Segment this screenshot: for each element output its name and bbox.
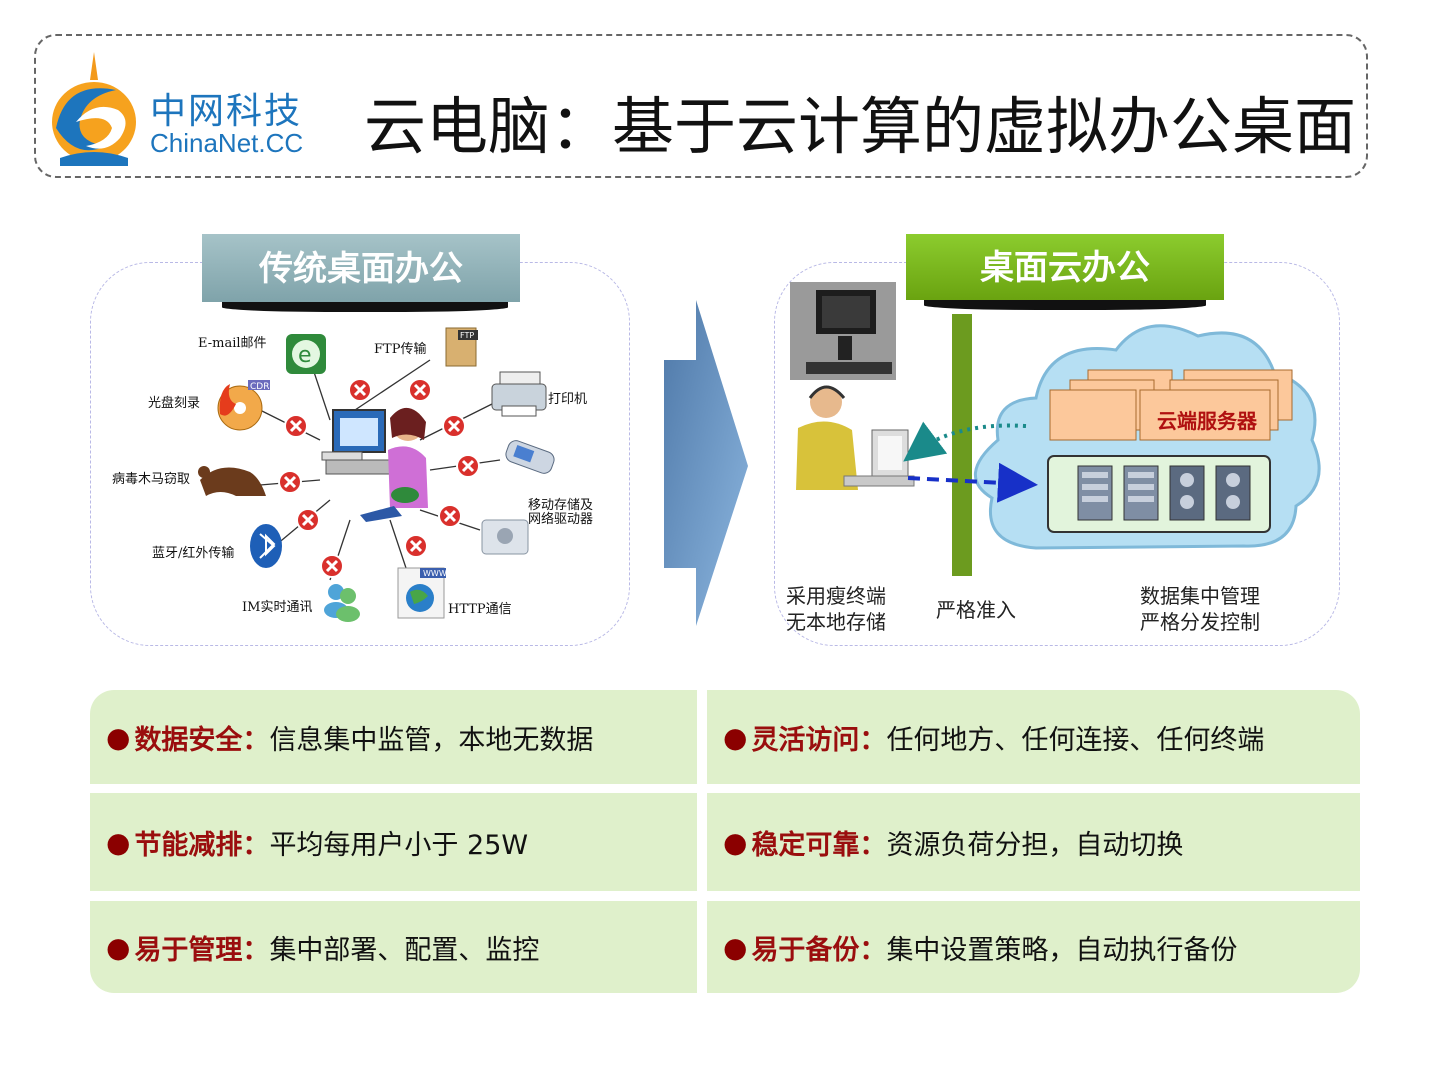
node-label-usb-2: 网络驱动器 — [528, 512, 594, 527]
terminal-to-cloud-arrow — [907, 462, 1038, 503]
feature-key: 灵活访问： — [751, 724, 887, 756]
feature-easy-backup: ● 易于备份： 集中设置策略，自动执行备份 — [707, 901, 1360, 993]
block-x-icon — [296, 508, 320, 532]
block-x-icon — [320, 554, 344, 578]
traditional-office-diagram: e — [198, 327, 555, 622]
node-label-im: IM实时通讯 — [242, 600, 313, 615]
logo-chinese-name: 中网科技 — [150, 91, 303, 132]
block-x-icon — [442, 414, 466, 438]
feature-value: 平均每用户小于 25W — [269, 829, 529, 861]
block-x-icon — [438, 504, 462, 528]
feature-value: 资源负荷分担，自动切换 — [886, 829, 1184, 861]
cloud-office-tab: 桌面云办公 — [906, 234, 1224, 300]
blocked-markers — [278, 378, 480, 578]
server-rack-icon — [1169, 465, 1205, 521]
node-label-cd: 光盘刻录 — [148, 396, 201, 411]
feature-value: 集中部署、配置、监控 — [269, 934, 540, 966]
http-web-icon — [397, 567, 446, 619]
feature-flexible-access: ● 灵活访问： 任何地方、任何连接、任何终端 — [707, 690, 1360, 784]
chinanet-logo-icon — [52, 52, 136, 166]
office-worker-computer-icon — [321, 407, 428, 522]
block-x-icon — [404, 534, 428, 558]
feature-stable-reliable: ● 稳定可靠： 资源负荷分担，自动切换 — [707, 793, 1360, 891]
usb-drive-icon — [505, 440, 555, 474]
transition-arrow — [664, 300, 748, 626]
bullet-icon: ● — [723, 930, 748, 964]
bullet-icon: ● — [106, 720, 131, 754]
feature-value: 集中设置策略，自动执行备份 — [886, 934, 1238, 966]
cloud-to-terminal-arrow — [903, 421, 1027, 462]
hard-disk-icon — [481, 519, 529, 555]
server-rack-icon — [1123, 465, 1159, 521]
trojan-horse-icon — [198, 466, 266, 496]
caption-strict-access: 严格准入 — [936, 598, 1016, 622]
cd-burn-icon — [217, 380, 270, 431]
logo-english-name: ChinaNet.CC — [150, 128, 304, 158]
node-label-printer: 打印机 — [548, 392, 588, 407]
feature-key: 节能减排： — [134, 829, 270, 861]
block-x-icon — [408, 378, 432, 402]
im-messenger-icon — [324, 584, 360, 622]
ftp-tag: FTP — [460, 331, 474, 340]
thin-client-photo — [790, 282, 896, 380]
printer-icon — [491, 371, 547, 417]
feature-value: 信息集中监管，本地无数据 — [269, 724, 594, 756]
bullet-icon: ● — [106, 825, 131, 859]
ftp-folder-icon — [445, 327, 478, 367]
node-label-usb-1: 移动存储及 — [528, 498, 594, 513]
server-rack-box — [1047, 455, 1271, 533]
bullet-icon: ● — [723, 825, 748, 859]
feature-key: 易于备份： — [751, 934, 887, 966]
block-x-icon — [278, 470, 302, 494]
block-x-icon — [456, 454, 480, 478]
caption-thin-terminal: 采用瘦终端 — [786, 584, 886, 608]
bluetooth-icon — [250, 524, 282, 568]
block-x-icon — [348, 378, 372, 402]
feature-key: 稳定可靠： — [751, 829, 887, 861]
cdr-tag: CDR — [250, 382, 269, 392]
node-label-trojan: 病毒木马窃取 — [112, 472, 191, 487]
right-tab-shadow — [924, 298, 1206, 310]
caption-centralized-data: 数据集中管理 — [1140, 584, 1260, 608]
www-tag: WWW — [423, 569, 447, 578]
feature-key: 易于管理： — [134, 934, 270, 966]
email-icon: e — [286, 334, 326, 374]
server-rack-icon — [1077, 465, 1113, 521]
bullet-icon: ● — [106, 930, 131, 964]
left-tab-shadow — [222, 300, 508, 312]
feature-energy-saving: ● 节能减排： 平均每用户小于 25W — [90, 793, 697, 891]
cloud-office-diagram — [790, 282, 1321, 576]
feature-value: 任何地方、任何连接、任何终端 — [886, 724, 1265, 756]
server-rack-icon — [1215, 465, 1251, 521]
access-gate-bar — [952, 314, 972, 576]
feature-easy-management: ● 易于管理： 集中部署、配置、监控 — [90, 901, 697, 993]
node-label-bluetooth: 蓝牙/红外传输 — [152, 546, 235, 561]
cloud-server-label: 云端服务器 — [1157, 409, 1257, 433]
feature-data-security: ● 数据安全： 信息集中监管，本地无数据 — [90, 690, 697, 784]
bullet-icon: ● — [723, 720, 748, 754]
node-label-ftp: FTP传输 — [374, 342, 427, 357]
cloud-server-cards — [1049, 369, 1293, 441]
svg-text:e: e — [298, 343, 312, 368]
node-label-email: E-mail邮件 — [198, 336, 267, 351]
block-x-icon — [284, 414, 308, 438]
header-frame — [34, 34, 1368, 178]
feature-key: 数据安全： — [134, 724, 270, 756]
node-label-http: HTTP通信 — [448, 602, 512, 617]
caption-distribution-control: 严格分发控制 — [1140, 610, 1260, 634]
traditional-office-tab: 传统桌面办公 — [202, 234, 520, 302]
worker-headset-icon — [796, 385, 915, 490]
page-title: 云电脑：基于云计算的虚拟办公桌面 — [364, 90, 1357, 163]
caption-no-local-storage: 无本地存储 — [786, 610, 886, 634]
